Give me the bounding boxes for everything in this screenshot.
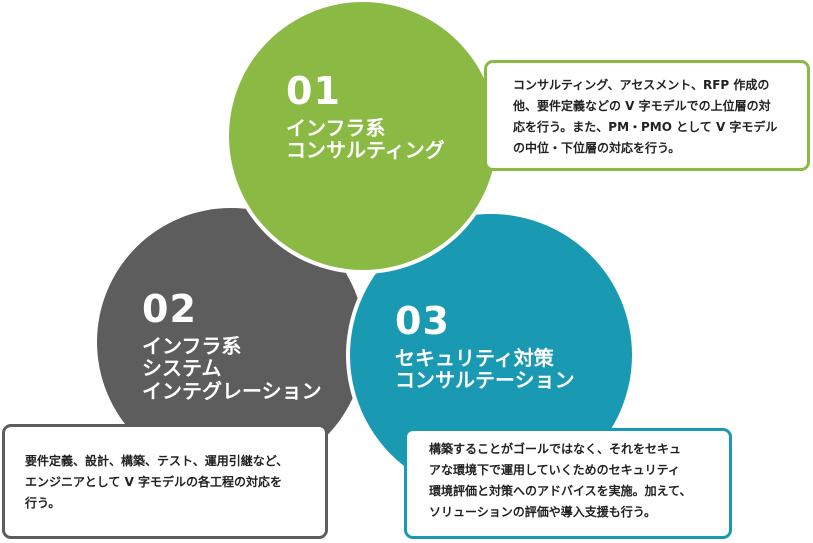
- label-01: 01 インフラ系 コンサルティング: [286, 72, 445, 162]
- item-title-01-line-1: インフラ系: [286, 116, 386, 140]
- description-01-line-4: の中位・下位層の対応を行う。: [513, 141, 681, 155]
- item-title-02-line-3: インテグレーション: [142, 378, 322, 403]
- circle-infra-consulting: [229, 2, 497, 270]
- item-number-02: 02: [142, 287, 197, 331]
- description-03-line-2: アな環境下で運用していくためのセキュリティ: [429, 463, 680, 477]
- description-02-line-1: 要件定義、設計、構築、テスト、運用引継など、: [25, 454, 289, 468]
- item-title-02-line-1: インフラ系: [142, 334, 242, 358]
- description-02-line-3: 行う。: [25, 496, 61, 510]
- item-title-03-line-2: コンサルテーション: [395, 368, 575, 393]
- description-03-line-4: ソリューションの評価や導入支援も行う。: [429, 505, 657, 519]
- description-01-line-1: コンサルティング、アセスメント、RFP 作成の: [513, 78, 770, 92]
- item-number-03: 03: [395, 299, 450, 343]
- item-title-01-line-2: コンサルティング: [286, 138, 445, 163]
- description-box-01: コンサルティング、アセスメント、RFP 作成の 他、要件定義などの V 字モデル…: [484, 60, 810, 171]
- description-box-02: 要件定義、設計、構築、テスト、運用引継など、 エンジニアとして V 字モデルの各…: [2, 424, 328, 539]
- item-title-03-line-1: セキュリティ対策: [395, 346, 554, 370]
- description-03-line-3: 環境評価と対策へのアドバイスを実施。加えて、: [429, 484, 692, 498]
- description-03-line-1: 構築することがゴールではなく、それをセキュ: [429, 442, 682, 456]
- label-02: 02 インフラ系 システム インテグレーション: [142, 290, 322, 402]
- description-box-03: 構築することがゴールではなく、それをセキュ アな環境下で運用していくためのセキュ…: [404, 428, 732, 539]
- description-01-line-2: 他、要件定義などの V 字モデルでの上位層の対: [513, 99, 771, 113]
- label-03: 03 セキュリティ対策 コンサルテーション: [395, 302, 575, 392]
- description-02-line-2: エンジニアとして V 字モデルの各工程の対応を: [25, 475, 283, 489]
- description-01-line-3: 応を行う。また、PM・PMO として V 字モデル: [513, 120, 778, 134]
- item-number-01: 01: [286, 69, 341, 113]
- item-title-02-line-2: システム: [142, 356, 222, 381]
